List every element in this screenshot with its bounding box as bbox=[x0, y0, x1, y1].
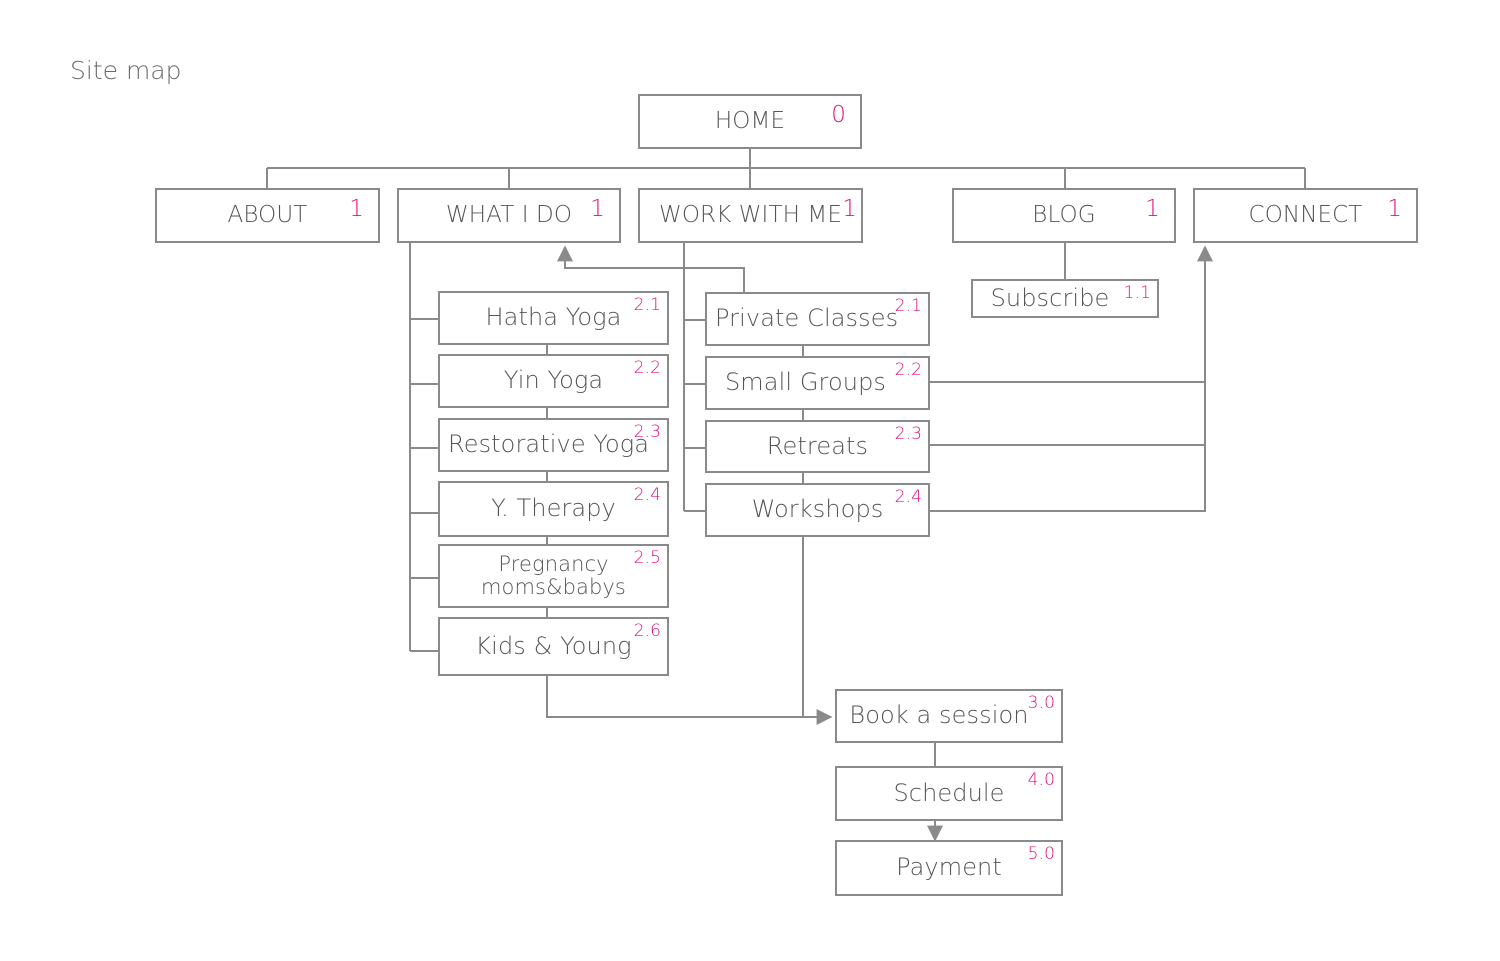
node-label: Pregnancy moms&babys bbox=[481, 552, 626, 599]
node-label: BLOG bbox=[1032, 202, 1096, 229]
node-number: 4.0 bbox=[1027, 770, 1055, 790]
node-number: 2.3 bbox=[633, 422, 661, 442]
node-label: Payment bbox=[896, 853, 1002, 882]
node-kids-young[interactable]: Kids & Young 2.6 bbox=[438, 617, 669, 676]
node-subscribe[interactable]: Subscribe 1.1 bbox=[971, 279, 1159, 318]
arrow-private-to-what-i-do bbox=[557, 245, 745, 292]
node-label: WORK WITH ME bbox=[659, 202, 842, 229]
node-number: 2.2 bbox=[633, 358, 661, 378]
node-restorative-yoga[interactable]: Restorative Yoga 2.3 bbox=[438, 418, 669, 472]
node-label: Workshops bbox=[751, 495, 884, 524]
node-label: Restorative Yoga bbox=[448, 430, 650, 459]
node-home[interactable]: HOME 0 bbox=[638, 94, 862, 149]
node-label: Small Groups bbox=[724, 368, 887, 397]
node-pregnancy[interactable]: Pregnancy moms&babys 2.5 bbox=[438, 544, 669, 608]
node-number: 2.4 bbox=[633, 485, 661, 505]
node-label: Yin Yoga bbox=[503, 366, 604, 395]
node-number: 2.4 bbox=[894, 487, 922, 507]
node-small-groups[interactable]: Small Groups 2.2 bbox=[705, 356, 930, 410]
node-connect[interactable]: CONNECT 1 bbox=[1193, 188, 1418, 243]
node-number: 1 bbox=[1145, 196, 1160, 222]
node-y-therapy[interactable]: Y. Therapy 2.4 bbox=[438, 481, 669, 537]
node-number: 1 bbox=[842, 196, 857, 222]
node-book-session[interactable]: Book a session 3.0 bbox=[835, 689, 1063, 743]
node-blog[interactable]: BLOG 1 bbox=[952, 188, 1176, 243]
node-number: 2.1 bbox=[894, 296, 922, 316]
node-number: 0 bbox=[831, 102, 846, 128]
node-number: 1.1 bbox=[1123, 283, 1151, 303]
node-label: WHAT I DO bbox=[445, 202, 573, 229]
node-label: Retreats bbox=[766, 431, 869, 460]
node-what-i-do[interactable]: WHAT I DO 1 bbox=[397, 188, 621, 243]
node-label: Private Classes bbox=[715, 304, 899, 333]
node-number: 2.3 bbox=[894, 424, 922, 444]
node-label: Y. Therapy bbox=[491, 494, 616, 523]
node-hatha-yoga[interactable]: Hatha Yoga 2.1 bbox=[438, 291, 669, 345]
node-retreats[interactable]: Retreats 2.3 bbox=[705, 420, 930, 473]
node-label: HOME bbox=[714, 108, 786, 135]
node-label: Book a session bbox=[849, 701, 1029, 730]
node-number: 2.6 bbox=[633, 621, 661, 641]
node-payment[interactable]: Payment 5.0 bbox=[835, 840, 1063, 896]
node-label: Subscribe bbox=[990, 283, 1110, 312]
node-number: 2.5 bbox=[633, 548, 661, 568]
node-label: ABOUT bbox=[227, 202, 308, 229]
node-label: Kids & Young bbox=[475, 631, 632, 660]
node-private-classes[interactable]: Private Classes 2.1 bbox=[705, 292, 930, 346]
node-yin-yoga[interactable]: Yin Yoga 2.2 bbox=[438, 354, 669, 408]
node-number: 1 bbox=[349, 196, 364, 222]
node-work-with-me[interactable]: WORK WITH ME 1 bbox=[638, 188, 863, 243]
node-label: CONNECT bbox=[1248, 202, 1363, 229]
node-number: 5.0 bbox=[1027, 844, 1055, 864]
arrow-to-connect bbox=[929, 245, 1213, 512]
node-number: 1 bbox=[1387, 196, 1402, 222]
node-schedule[interactable]: Schedule 4.0 bbox=[835, 766, 1063, 821]
node-number: 1 bbox=[590, 196, 605, 222]
page-title: Site map bbox=[70, 56, 182, 85]
node-number: 3.0 bbox=[1027, 693, 1055, 713]
node-workshops[interactable]: Workshops 2.4 bbox=[705, 483, 930, 537]
node-number: 2.1 bbox=[633, 295, 661, 315]
node-about[interactable]: ABOUT 1 bbox=[155, 188, 380, 243]
arrow-kids-to-book bbox=[546, 676, 833, 725]
node-label: Schedule bbox=[893, 778, 1005, 807]
node-label: Hatha Yoga bbox=[485, 303, 622, 332]
node-number: 2.2 bbox=[894, 360, 922, 380]
